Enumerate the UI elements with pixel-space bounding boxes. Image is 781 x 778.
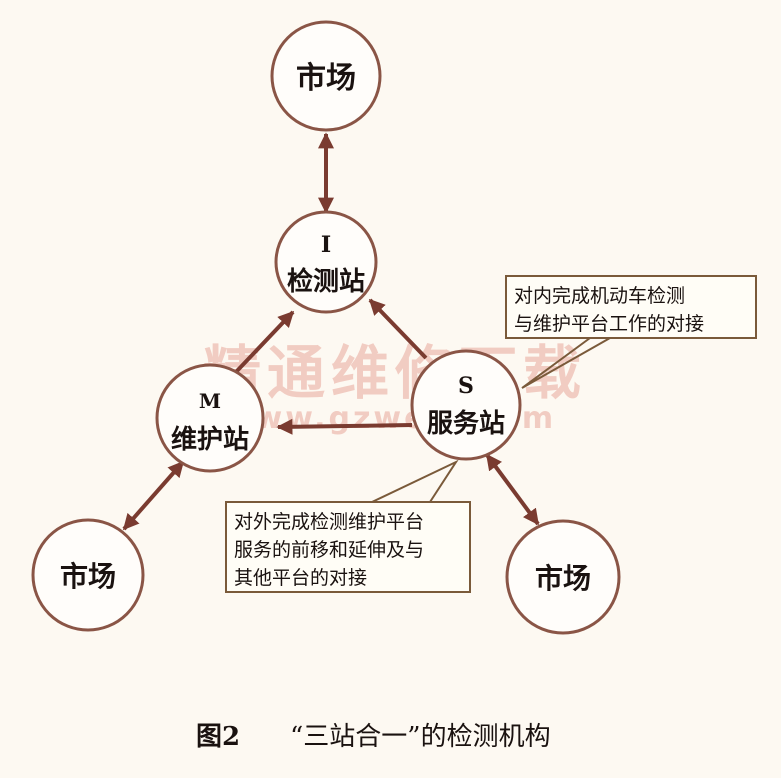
link-service-maintenance (276, 418, 413, 435)
figure-number: 图2 (196, 722, 240, 752)
maintenance-station-code: M (199, 389, 221, 413)
node-inspection-station: I 检测站 (274, 210, 378, 314)
callout-internal-pointer (521, 337, 611, 389)
inspection-station-label: 检测站 (287, 266, 365, 297)
maintenance-station-label: 维护站 (171, 424, 249, 455)
link-maintenance-market-left (122, 460, 185, 531)
callout-external-pointer (371, 459, 459, 503)
market-top-label: 市场 (296, 61, 356, 96)
node-service-station: S 服务站 (410, 349, 522, 461)
link-service-market-right (485, 453, 540, 526)
callout-internal-box (505, 275, 757, 339)
market-right-label: 市场 (535, 562, 591, 595)
inspection-station-code: I (321, 232, 331, 258)
callout-internal-line-1: 对内完成机动车检测 (514, 285, 685, 307)
link-maintenance-inspection (234, 310, 295, 374)
service-station-code: S (458, 373, 474, 399)
callout-internal: 对内完成机动车检测 与维护平台工作的对接 (505, 275, 757, 389)
link-inspection-service (368, 298, 428, 360)
callout-external-box (225, 501, 471, 593)
callout-external-line-2: 服务的前移和延伸及与 (234, 539, 424, 561)
watermark-title: 精通维修下载 (203, 339, 587, 407)
callout-internal-line-2: 与维护平台工作的对接 (514, 313, 704, 335)
service-station-label: 服务站 (427, 409, 505, 439)
callout-external-line-1: 对外完成检测维护平台 (234, 511, 424, 533)
node-market-top: 市场 (270, 20, 382, 132)
node-market-right: 市场 (505, 519, 621, 635)
callout-external: 对外完成检测维护平台 服务的前移和延伸及与 其他平台的对接 (225, 459, 471, 593)
market-left-label: 市场 (60, 560, 116, 593)
node-maintenance-station: M 维护站 (155, 363, 265, 473)
callout-external-line-3: 其他平台的对接 (234, 567, 367, 589)
node-market-left: 市场 (31, 518, 145, 632)
figure-title: “三站合一”的检测机构 (290, 722, 551, 752)
